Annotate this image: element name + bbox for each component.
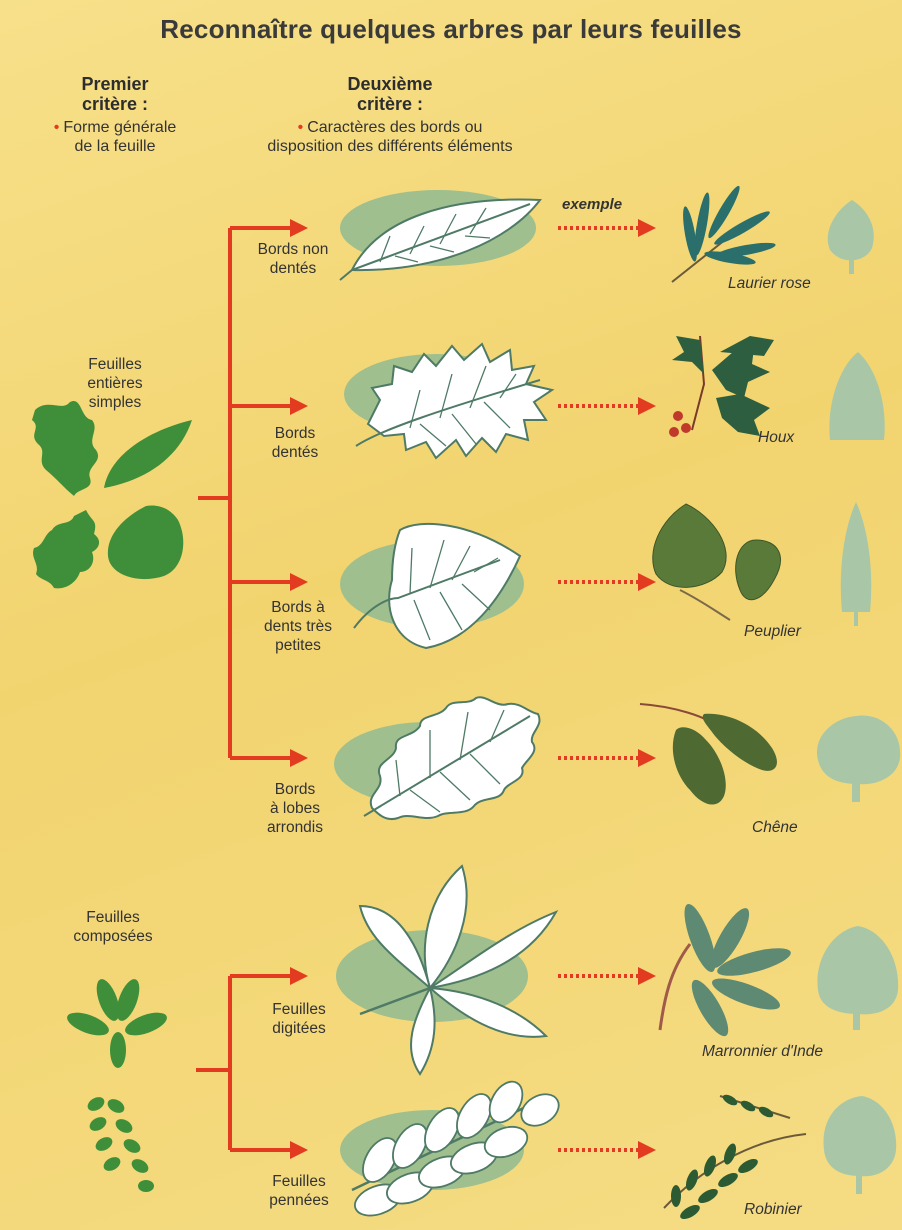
arrow-icon: [290, 219, 308, 237]
smooth-leaf-icon: [104, 420, 192, 488]
holly-leaf-icon: [33, 510, 99, 588]
poplar-leaf-icon: [108, 506, 183, 580]
dotted-arrow-icon: [638, 397, 656, 415]
example-arrows: [558, 228, 640, 1150]
arrow-icon: [290, 573, 308, 591]
rounded-lobes-leaf-icon: [364, 697, 540, 819]
chene-tree-icon: [817, 715, 900, 802]
tree-silhouettes: [817, 200, 900, 1194]
robinier-twig-icon: [664, 1093, 806, 1222]
peuplier-tree-icon: [841, 502, 871, 626]
compound-leaves-illustration: [64, 976, 170, 1192]
example-arrowheads: [638, 219, 656, 1159]
dotted-arrow-icon: [638, 749, 656, 767]
marronnier-twig-icon: [660, 901, 793, 1041]
houx-tree-icon: [829, 352, 884, 440]
branch-connector-compound: [196, 976, 292, 1150]
laurier-rose-tree-icon: [828, 200, 874, 274]
dotted-arrow-icon: [638, 219, 656, 237]
dotted-arrow-icon: [638, 1141, 656, 1159]
leaf-backgrounds: [334, 190, 536, 1190]
laurier-rose-twig-icon: [672, 184, 776, 282]
arrow-icon: [290, 749, 308, 767]
arrow-icon: [290, 967, 308, 985]
arrowheads-simple: [290, 219, 308, 767]
oak-leaf-icon: [32, 401, 98, 496]
simple-leaves-illustration: [32, 401, 192, 588]
dotted-arrow-icon: [638, 573, 656, 591]
chene-twig-icon: [640, 704, 777, 805]
chestnut-small-icon: [64, 976, 170, 1068]
robinier-tree-icon: [823, 1096, 896, 1194]
branch-connector-simple: [198, 228, 292, 758]
robinia-small-icon: [85, 1094, 154, 1192]
houx-twig-icon: [669, 336, 774, 437]
arrowheads-compound: [290, 967, 308, 1159]
arrow-icon: [290, 397, 308, 415]
peuplier-twig-icon: [653, 504, 781, 620]
dotted-arrow-icon: [638, 967, 656, 985]
marronnier-tree-icon: [817, 926, 898, 1030]
arrow-icon: [290, 1141, 308, 1159]
